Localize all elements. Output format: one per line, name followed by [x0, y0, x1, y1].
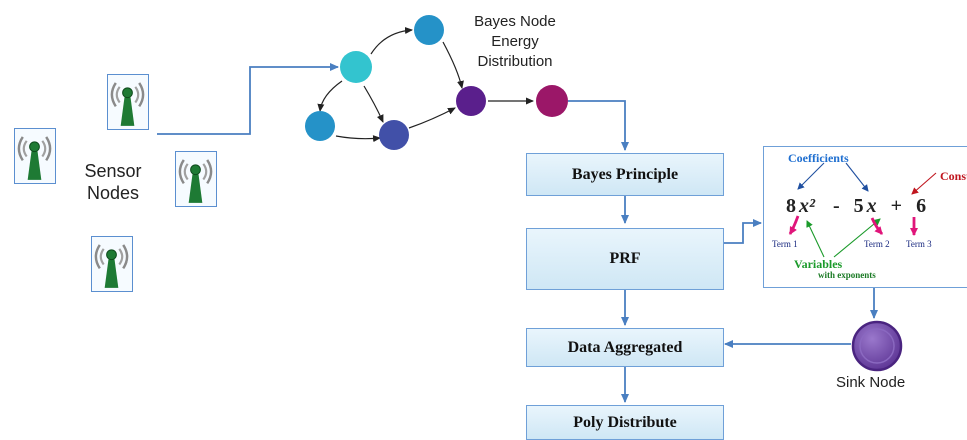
- graph-node: [536, 85, 568, 117]
- graph-edge: [408, 107, 456, 129]
- sensor-node-icon: [14, 128, 56, 184]
- term2-coefficient: 5: [853, 195, 864, 217]
- constant-label: Constant: [940, 169, 967, 183]
- operator-minus: -: [833, 195, 840, 217]
- sink-node-label: Sink Node: [836, 374, 906, 391]
- graph-node: [305, 111, 335, 141]
- prf-box: PRF: [526, 228, 724, 290]
- sensor-nodes-label-line: Sensor: [84, 161, 142, 181]
- polynomial-pointers: [788, 162, 937, 258]
- sensor-node-icon: [107, 74, 149, 130]
- antenna-icon: [94, 244, 129, 288]
- coefficients-label: Coefficients: [788, 151, 849, 165]
- graph-edge: [363, 85, 384, 123]
- graph-edge: [317, 80, 343, 112]
- variables-label: Variables: [794, 257, 843, 271]
- bayes-principle-text: Bayes Principle: [571, 165, 679, 183]
- bayes-principle-box: Bayes Principle: [526, 153, 724, 196]
- data-aggregated-text: Data Aggregated: [567, 338, 683, 356]
- graph-node: [340, 51, 372, 83]
- term3-label: Term 3: [906, 239, 932, 249]
- sensor-node-icon: [175, 151, 217, 207]
- bayes-energy-label-line: Bayes Node: [474, 13, 556, 30]
- exponents-label: with exponents: [818, 270, 876, 280]
- graph-node: [456, 86, 486, 116]
- operator-plus: +: [890, 195, 903, 217]
- graph-node: [414, 15, 444, 45]
- poly-distribute-box: Poly Distribute: [526, 405, 724, 440]
- bayes-energy-label: Bayes Node Energy Distribution: [462, 12, 568, 72]
- sensor-to-graph-arrow: [157, 63, 339, 135]
- sensor-nodes-label: Sensor Nodes: [78, 160, 148, 204]
- sink-node-inner: [859, 328, 895, 364]
- graph-edge: [335, 135, 381, 143]
- term1-variable: x²: [799, 195, 815, 217]
- bayes-energy-label-line: Energy: [491, 33, 539, 50]
- term1-coefficient: 8: [786, 195, 796, 217]
- sensor-node-icon: [91, 236, 133, 292]
- poly-distribute-text: Poly Distribute: [573, 413, 677, 431]
- prf-to-polynomial-arrow: [723, 219, 762, 244]
- graph-edge: [370, 27, 413, 55]
- antenna-icon: [110, 82, 145, 126]
- data-aggregated-box: Data Aggregated: [526, 328, 724, 367]
- term2-label: Term 2: [864, 239, 890, 249]
- polynomial-panel: Coefficients Constant 8x²-5x +6 Term 1 Te…: [763, 146, 967, 288]
- antenna-icon: [178, 159, 213, 203]
- bayes-energy-label-line: Distribution: [477, 53, 553, 70]
- sensor-nodes-label-line: Nodes: [86, 183, 140, 203]
- graph-node: [379, 120, 409, 150]
- graph-edge: [442, 41, 464, 89]
- antenna-icon: [17, 136, 52, 180]
- term1-label: Term 1: [772, 239, 798, 249]
- prf-text: PRF: [609, 250, 641, 267]
- graph-to-bayes-arrow: [568, 100, 629, 151]
- term2-variable: x: [866, 195, 877, 217]
- term3-constant: 6: [916, 195, 927, 217]
